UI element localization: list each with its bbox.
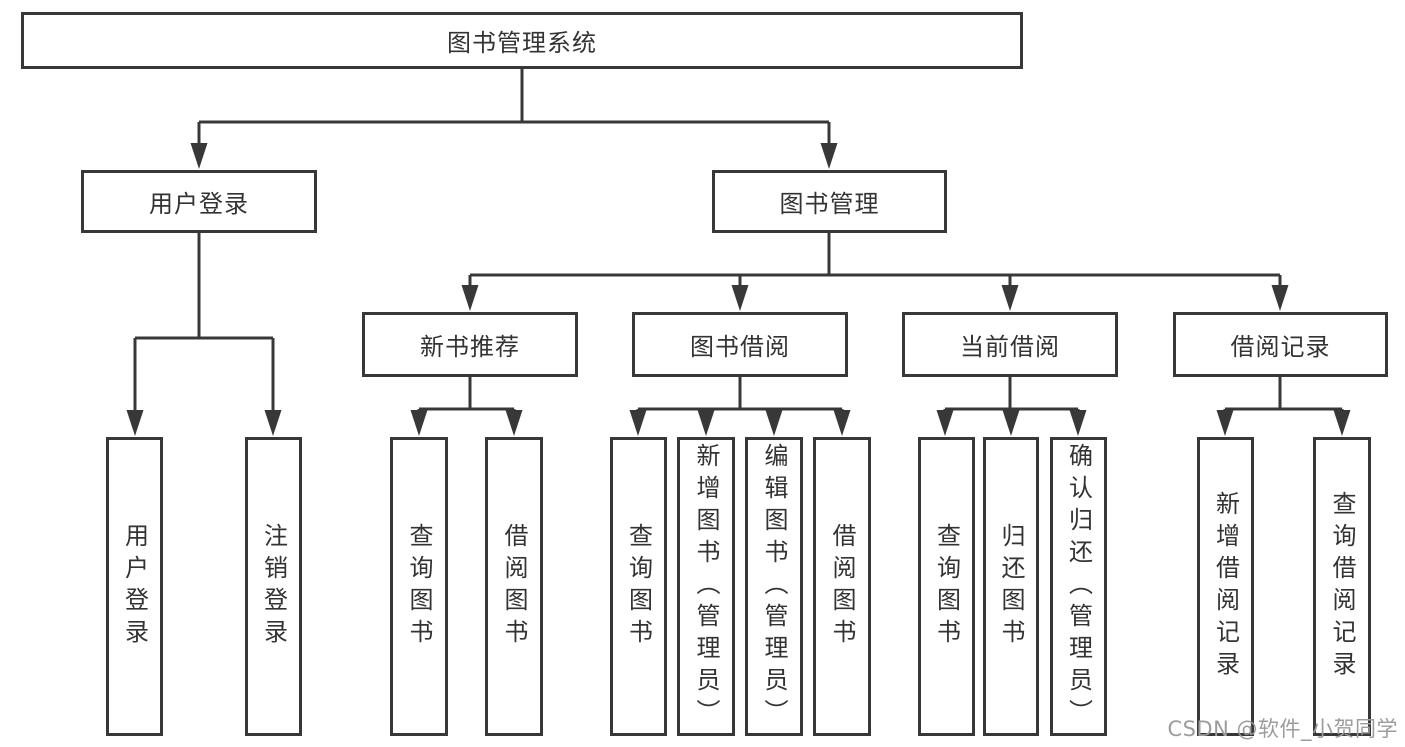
leaf-recommend-query-books: 查询图书 (390, 437, 448, 736)
arrowhead (1069, 410, 1087, 436)
arrowhead (1002, 410, 1020, 436)
leaf-label: 借阅图书 (500, 522, 528, 651)
arrowhead (190, 143, 208, 169)
arrowhead (833, 410, 851, 436)
arrowhead (126, 410, 144, 436)
leaf-label: 借阅图书 (828, 522, 856, 651)
leaf-current-query-books: 查询图书 (918, 437, 975, 736)
arrowhead (936, 410, 954, 436)
leaf-borrow-query-books: 查询图书 (610, 437, 667, 736)
connector-user-login-children (126, 233, 282, 436)
connector-current-borrow-children (936, 377, 1087, 436)
leaf-label: 查询图书 (624, 522, 653, 651)
leaf-label: 查询图书 (405, 522, 433, 651)
leaf-label: 查询借阅记录 (1328, 490, 1356, 683)
arrowhead (1216, 410, 1234, 436)
arrowhead (731, 285, 749, 311)
node-current-borrowing: 当前借阅 (902, 312, 1118, 377)
node-book-management: 图书管理 (712, 170, 947, 233)
leaf-add-books-admin: 新增图书（管理员） (677, 437, 735, 736)
connector-book-mgmt-to-level3 (461, 233, 1289, 311)
arrowhead (1333, 410, 1351, 436)
node-borrowing-records: 借阅记录 (1173, 312, 1388, 377)
leaf-borrow-books: 借阅图书 (813, 437, 871, 736)
arrowhead (1271, 285, 1289, 311)
arrowhead (765, 410, 783, 436)
leaf-label: 确认归还（管理员） (1064, 442, 1093, 731)
node-user-login: 用户登录 (81, 170, 317, 233)
node-new-book-recommendation: 新书推荐 (362, 312, 578, 377)
leaf-query-borrow-record: 查询借阅记录 (1313, 437, 1371, 736)
leaf-label: 归还图书 (997, 522, 1025, 651)
leaf-label: 新增借阅记录 (1211, 490, 1240, 683)
connector-book-borrow-children (629, 377, 851, 436)
node-book-borrowing: 图书借阅 (632, 312, 848, 377)
leaf-logout: 注销登录 (245, 437, 302, 736)
leaf-label: 用户登录 (120, 522, 149, 651)
arrowhead (820, 143, 838, 169)
leaf-add-borrow-record: 新增借阅记录 (1197, 437, 1254, 736)
arrowhead (410, 410, 428, 436)
arrowhead (1001, 285, 1019, 311)
connector-borrow-records-children (1216, 377, 1351, 436)
leaf-label: 注销登录 (259, 522, 288, 651)
leaf-label: 编辑图书（管理员） (760, 442, 788, 731)
leaf-return-books: 归还图书 (983, 437, 1039, 736)
arrowhead (264, 410, 282, 436)
arrowhead (505, 410, 523, 436)
csdn-watermark: CSDN @软件_小贺同学 (1167, 717, 1398, 741)
leaf-label: 查询图书 (932, 522, 961, 651)
leaf-confirm-return-admin: 确认归还（管理员） (1050, 437, 1107, 736)
arrowhead (461, 285, 479, 311)
connector-root-to-level2 (190, 69, 838, 169)
leaf-user-login: 用户登录 (106, 437, 163, 736)
leaf-edit-books-admin: 编辑图书（管理员） (745, 437, 803, 736)
leaf-label: 新增图书（管理员） (692, 442, 720, 731)
arrowhead (629, 410, 647, 436)
connector-new-book-children (410, 377, 523, 436)
node-library-management-system: 图书管理系统 (21, 12, 1023, 69)
leaf-recommend-borrow-books: 借阅图书 (485, 437, 543, 736)
arrowhead (697, 410, 715, 436)
